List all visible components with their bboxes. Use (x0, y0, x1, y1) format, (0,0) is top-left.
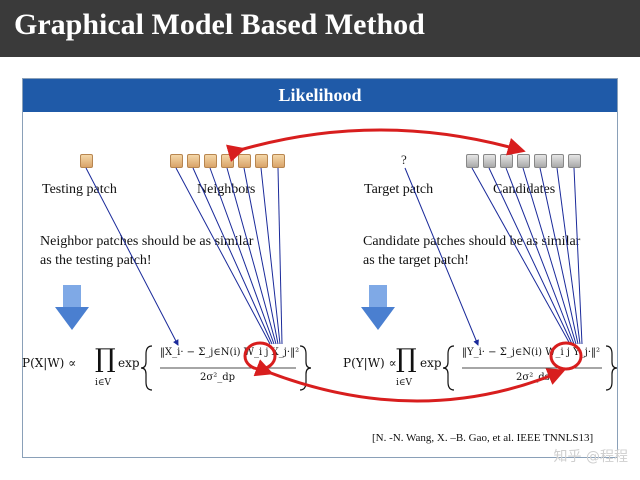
left-formula-numerator: ‖X_i· − Σ_j∈N(i) W_i j X_j·‖² (160, 347, 300, 358)
candidate-arrow (522, 167, 577, 345)
testing-patch-image (80, 154, 93, 168)
left-formula-denominator: 2σ²_dp (200, 372, 235, 383)
bottom-weight-link-arrow (253, 359, 566, 403)
title-bar: Graphical Model Based Method (0, 0, 640, 57)
candidate-description-line1: Candidate patches should be as similar (363, 234, 581, 249)
right-down-arrow (361, 285, 395, 330)
candidate-description-line2: as the target patch! (363, 253, 469, 268)
section-title: Likelihood (278, 85, 362, 105)
neighbor-arrow (260, 167, 281, 345)
left-formula-lhs: P(X|W) ∝ (22, 356, 77, 370)
candidate-arrow (556, 167, 581, 345)
left-weight-highlight (243, 341, 277, 371)
left-formula-product-sub: i∈V (95, 378, 112, 388)
neighbor-arrow (175, 167, 271, 345)
left-arrow-lines (85, 167, 283, 346)
right-open-brace (442, 345, 455, 391)
slide-title: Graphical Model Based Method (14, 8, 425, 41)
watermark: 知乎 @程程 (553, 449, 628, 465)
candidate-arrow (488, 167, 573, 345)
left-formula-exp: exp (118, 356, 140, 370)
section-header: Likelihood (23, 79, 617, 112)
candidate-patch-image (568, 154, 581, 168)
left-down-arrow (55, 285, 89, 330)
neighbor-arrow (226, 167, 277, 345)
right-arrow-lines (404, 167, 583, 346)
testing-patch-label: Testing patch (42, 182, 117, 197)
left-open-brace (140, 345, 153, 391)
neighbors-label: Neighbors (197, 182, 256, 197)
testing-to-x-arrow (85, 167, 179, 346)
candidate-arrow (539, 167, 579, 345)
right-formula-numerator: ‖Y_i· − Σ_j∈N(i) W_i j Y_j·‖² (462, 347, 601, 358)
candidate-patch-image (551, 154, 564, 168)
neighbor-arrow (192, 167, 273, 345)
top-weight-link-arrow (225, 128, 526, 162)
neighbor-description-line1: Neighbor patches should be as similar (40, 234, 254, 249)
candidate-arrow (471, 167, 571, 345)
candidates-label: Candidates (493, 182, 556, 197)
neighbor-arrow (243, 167, 279, 345)
candidate-arrow (505, 167, 575, 345)
right-close-brace (605, 345, 618, 391)
neighbor-patch-image (204, 154, 217, 168)
candidate-arrow (573, 167, 583, 345)
neighbor-patch-image (170, 154, 183, 168)
neighbor-patch-image (187, 154, 200, 168)
citation: [N. -N. Wang, X. –B. Gao, et al. IEEE TN… (372, 432, 594, 444)
neighbor-description-line2: as the testing patch! (40, 253, 152, 268)
neighbor-arrow (277, 167, 283, 345)
target-to-y-arrow (404, 167, 479, 346)
neighbor-arrow (209, 167, 275, 345)
candidate-patch-image (534, 154, 547, 168)
right-weight-highlight (549, 341, 583, 371)
left-formula-product: ∏ (95, 344, 116, 374)
